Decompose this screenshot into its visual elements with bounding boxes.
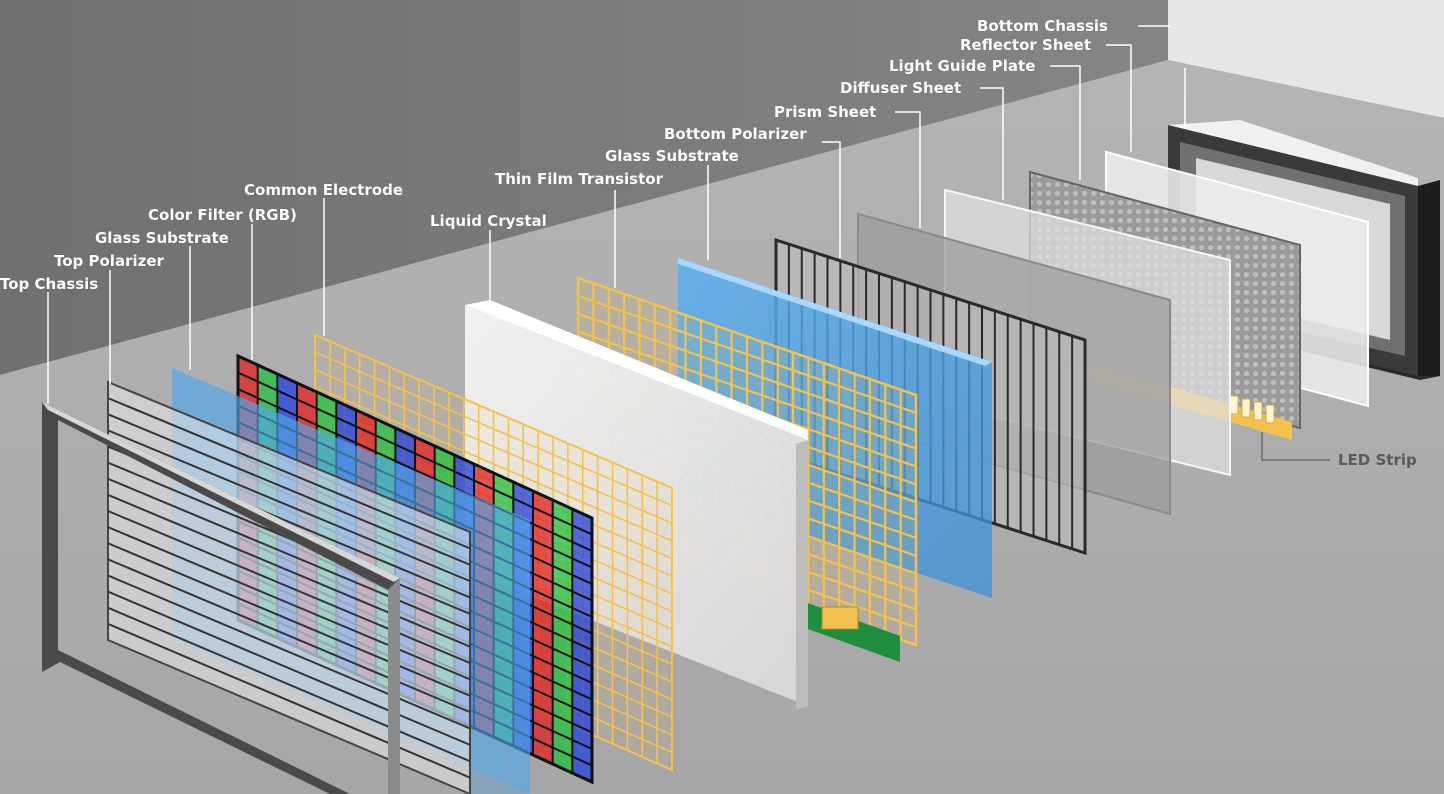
- label-color-filter: Color Filter (RGB): [148, 206, 297, 224]
- label-bottom-chassis: Bottom Chassis: [977, 17, 1108, 35]
- top-chassis: [42, 402, 400, 794]
- label-glass-substrate-rear: Glass Substrate: [605, 147, 739, 165]
- liquid-crystal: [465, 300, 808, 710]
- label-glass-substrate-front: Glass Substrate: [95, 229, 229, 247]
- label-top-chassis: Top Chassis: [0, 275, 99, 293]
- label-thin-film-transistor: Thin Film Transistor: [495, 170, 663, 188]
- label-reflector-sheet: Reflector Sheet: [960, 36, 1092, 54]
- label-light-guide-plate: Light Guide Plate: [889, 57, 1036, 75]
- label-bottom-polarizer: Bottom Polarizer: [664, 125, 807, 143]
- label-common-electrode: Common Electrode: [244, 181, 404, 199]
- label-liquid-crystal: Liquid Crystal: [430, 212, 547, 230]
- label-top-polarizer: Top Polarizer: [54, 252, 164, 270]
- led-strip-leader: [1261, 432, 1330, 461]
- label-prism-sheet: Prism Sheet: [774, 103, 877, 121]
- label-diffuser-sheet: Diffuser Sheet: [840, 79, 962, 97]
- label-led-strip: LED Strip: [1338, 451, 1417, 469]
- leader-lines: [47, 25, 1186, 404]
